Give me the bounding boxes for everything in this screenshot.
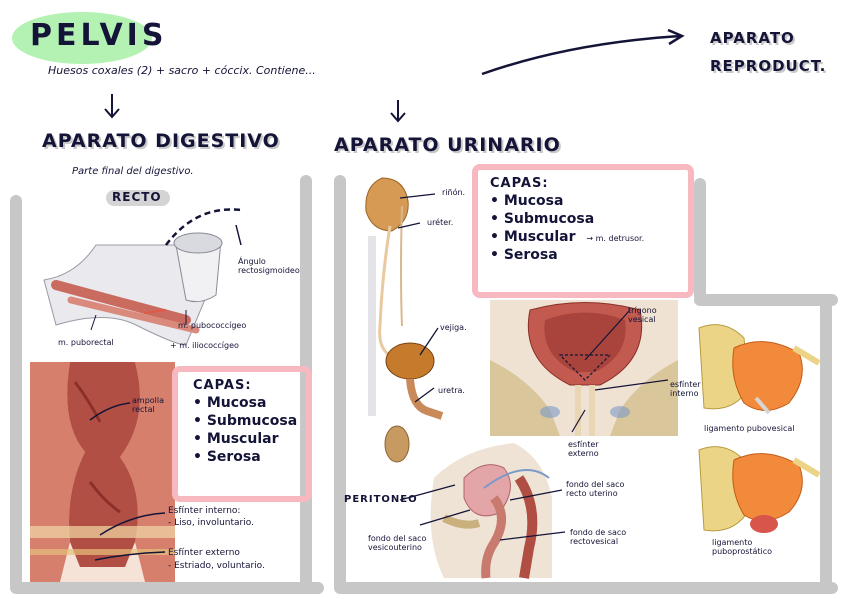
frame-top-right-bar bbox=[694, 294, 838, 306]
fondo-rectovesical-line1: fondo de saco bbox=[570, 528, 626, 537]
ureter-label: uréter. bbox=[427, 218, 453, 227]
capas-list-digestivo: CAPAS: • Mucosa • Submucosa • Muscular •… bbox=[193, 378, 297, 467]
fondo-vesico-label: fondo del saco vesicouterino bbox=[368, 534, 426, 552]
trigono-label: trígono vesical bbox=[628, 306, 657, 324]
capas-item: • Muscular bbox=[193, 431, 297, 447]
detrusor-note: → m. detrusor. bbox=[586, 234, 644, 243]
lig-puboprostatico-line2: puboprostático bbox=[712, 547, 772, 556]
ampolla-label: ampolla rectal bbox=[132, 396, 164, 414]
page-subtitle: Huesos coxales (2) + sacro + cóccix. Con… bbox=[48, 64, 316, 77]
esfinter-interno-line2: - Liso, involuntario. bbox=[168, 517, 254, 529]
peritoneo-pointer-lines bbox=[400, 470, 580, 560]
capas-item-muscular: • Muscular bbox=[490, 229, 575, 245]
esfinter-externo-label: Esfínter externo - Estriado, voluntario. bbox=[168, 547, 265, 573]
capas-list-urinario: CAPAS: • Mucosa • Submucosa • Muscular →… bbox=[490, 176, 644, 265]
frame-right-bar bbox=[820, 294, 832, 594]
esfinter-externo-urinario-label: esfínter externo bbox=[568, 440, 599, 458]
capas-item: • Submucosa bbox=[193, 413, 297, 429]
angulo-label-line2: rectosigmoideo bbox=[238, 266, 300, 275]
capas-item: • Serosa bbox=[490, 247, 644, 263]
fondo-recto-uterino-line1: fondo del saco bbox=[566, 480, 624, 489]
uretra-label: uretra. bbox=[438, 386, 465, 395]
capas-item: • Serosa bbox=[193, 449, 297, 465]
ampolla-label-line1: ampolla bbox=[132, 396, 164, 405]
capas-item: • Mucosa bbox=[193, 395, 297, 411]
lig-pubovesical-label: ligamento pubovesical bbox=[704, 424, 794, 433]
esfinter-externo-urinario-line2: externo bbox=[568, 449, 599, 458]
iliococcigeo-label: + m. iliococcígeo bbox=[170, 341, 239, 350]
pubococcigeo-label: m. pubococcígeo bbox=[178, 321, 246, 330]
recto-label: RECTO bbox=[112, 190, 162, 204]
rinon-label: riñón. bbox=[442, 188, 465, 197]
capas-item: • Muscular → m. detrusor. bbox=[490, 229, 644, 245]
frame-left-bar bbox=[334, 175, 346, 591]
puborectal-label: m. puborectal bbox=[58, 338, 114, 347]
arrow-down-icon bbox=[102, 94, 122, 120]
frame-bottom-bar bbox=[10, 582, 324, 594]
capas-title: CAPAS: bbox=[490, 176, 644, 191]
capas-item: • Submucosa bbox=[490, 211, 644, 227]
trigono-line1: trígono bbox=[628, 306, 657, 315]
angulo-label-line1: Ángulo bbox=[238, 257, 300, 266]
fondo-rectovesical-label: fondo de saco rectovesical bbox=[570, 528, 626, 546]
peritoneo-label: PERITONEO bbox=[344, 494, 418, 505]
digestivo-note: Parte final del digestivo. bbox=[72, 166, 194, 177]
esfinter-externo-line2: - Estriado, voluntario. bbox=[168, 560, 265, 573]
digestivo-heading: APARATO DIGESTIVO bbox=[42, 130, 280, 152]
fondo-recto-uterino-line2: recto uterino bbox=[566, 489, 624, 498]
fondo-vesico-line1: fondo del saco bbox=[368, 534, 426, 543]
fondo-rectovesical-line2: rectovesical bbox=[570, 537, 626, 546]
reproductor-heading: APARATO REPRODUCT. bbox=[710, 24, 826, 80]
esfinter-interno-line1: Esfínter interno: bbox=[168, 505, 254, 517]
trigono-line2: vesical bbox=[628, 315, 657, 324]
lig-puboprostatico-label: ligamento puboprostático bbox=[712, 538, 772, 556]
capas-item: • Mucosa bbox=[490, 193, 644, 209]
frame-left-bar bbox=[10, 195, 22, 591]
urinario-heading: APARATO URINARIO bbox=[334, 134, 561, 156]
fondo-vesico-line2: vesicouterino bbox=[368, 543, 426, 552]
rectosigmoid-illustration bbox=[36, 205, 306, 355]
esfinter-externo-line1: Esfínter externo bbox=[168, 547, 265, 560]
urinary-pointer-lines bbox=[390, 180, 450, 400]
ampolla-label-line2: rectal bbox=[132, 405, 164, 414]
esfinter-interno-label: Esfínter interno: - Liso, involuntario. bbox=[168, 505, 254, 529]
pubovesical-ligament-illustration bbox=[694, 318, 820, 424]
capas-title: CAPAS: bbox=[193, 378, 297, 393]
arrow-right-icon bbox=[480, 28, 690, 78]
reproductor-heading-line2: REPRODUCT. bbox=[710, 52, 826, 80]
fondo-recto-uterino-label: fondo del saco recto uterino bbox=[566, 480, 624, 498]
reproductor-heading-line1: APARATO bbox=[710, 24, 826, 52]
lig-puboprostatico-line1: ligamento bbox=[712, 538, 772, 547]
frame-bottom-bar bbox=[334, 582, 838, 594]
esfinter-externo-urinario-line1: esfínter bbox=[568, 440, 599, 449]
arrow-down-icon bbox=[388, 100, 408, 126]
puboprostatic-ligament-illustration bbox=[694, 440, 820, 540]
page-title: PELVIS bbox=[30, 18, 167, 53]
frame-mid-bar bbox=[694, 178, 706, 302]
vejiga-label: vejiga. bbox=[440, 323, 467, 332]
angulo-label: Ángulo rectosigmoideo bbox=[238, 257, 300, 275]
